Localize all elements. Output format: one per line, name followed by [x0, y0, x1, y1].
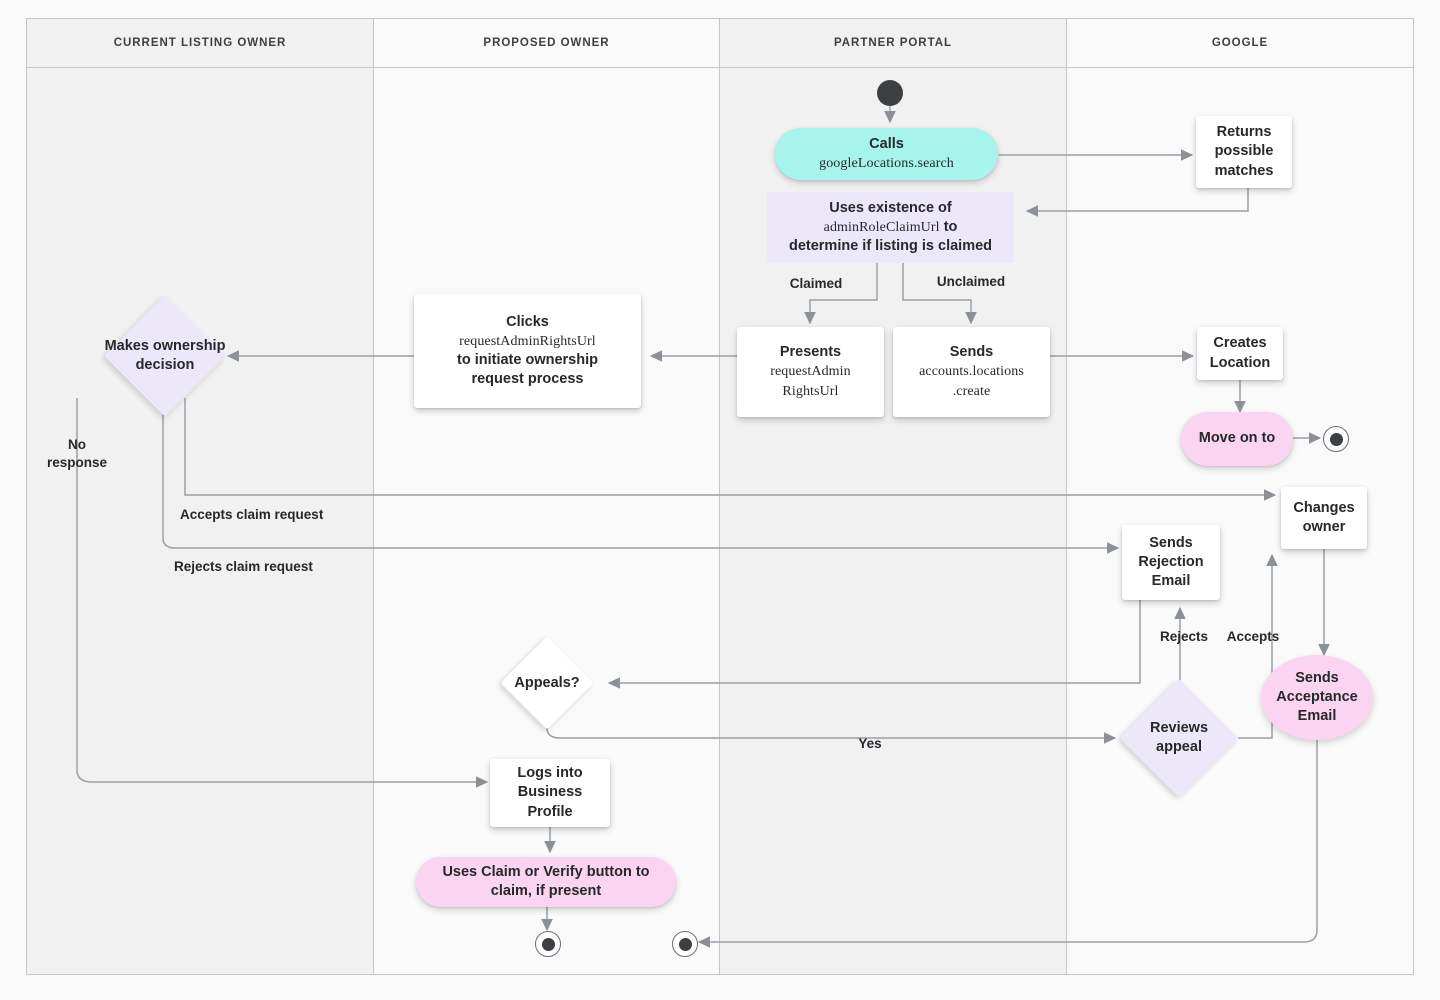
node-code-google-locations-search: googleLocations.search	[819, 155, 954, 171]
node-uses-existence-admin-role-claim-url: Uses existence of adminRoleClaimUrl to d…	[767, 192, 1014, 263]
node-line-sends: Sends	[949, 343, 994, 360]
node-line-to: to	[943, 218, 958, 235]
edge-label-no-response: No response	[46, 437, 108, 470]
lane-label-partner-portal: PARTNER PORTAL	[833, 37, 953, 49]
node-label: Move on to	[1198, 430, 1276, 447]
lane-proposed-owner: PROPOSED OWNER	[374, 19, 720, 974]
node-creates-location[interactable]: Creates Location	[1197, 327, 1283, 380]
node-sends-acceptance-email[interactable]: Sends Acceptance Email	[1261, 655, 1373, 740]
node-makes-ownership-decision[interactable]: Makes ownership decision	[104, 295, 226, 417]
edge-label-accepts-claim-request: Accepts claim request	[180, 507, 324, 522]
lane-header: GOOGLE	[1067, 19, 1413, 68]
node-uses-claim-or-verify-button[interactable]: Uses Claim or Verify button to claim, if…	[416, 857, 676, 907]
end-node-core	[541, 937, 555, 951]
node-label: Returns possible matches	[1214, 124, 1274, 179]
node-line-clicks: Clicks	[506, 313, 549, 330]
lane-label-proposed-owner: PROPOSED OWNER	[483, 37, 610, 49]
node-code-request-admin: requestAdmin	[770, 364, 851, 380]
end-node-core	[1329, 432, 1343, 446]
node-line-determine: determine if listing is claimed	[788, 238, 993, 255]
node-line-if-present: claim, if present	[490, 883, 602, 899]
node-line-request-process: request process	[471, 371, 584, 388]
node-presents-request-admin-rights-url[interactable]: Presents requestAdmin RightsUrl	[737, 327, 884, 417]
node-label: Appeals?	[514, 674, 580, 691]
node-calls-google-locations-search[interactable]: Calls googleLocations.search	[775, 128, 998, 180]
node-code-admin-role-claim-url: adminRoleClaimUrl	[823, 219, 940, 235]
node-move-on-to[interactable]: Move on to	[1181, 412, 1293, 466]
edge-label-accepts: Accepts	[1226, 629, 1280, 644]
node-code-accounts-locations: accounts.locations	[919, 364, 1024, 380]
node-logs-into-business-profile[interactable]: Logs into Business Profile	[490, 759, 610, 827]
end-node-core	[678, 937, 692, 951]
node-clicks-request-admin-rights-url[interactable]: Clicks requestAdminRightsUrl to initiate…	[414, 294, 641, 408]
node-code-request-admin-rights-url: requestAdminRightsUrl	[459, 333, 596, 349]
start-node-partner-portal	[877, 80, 903, 106]
node-label: Changes owner	[1293, 499, 1355, 535]
node-label: Creates Location	[1209, 335, 1271, 371]
lane-label-current-listing-owner: CURRENT LISTING OWNER	[113, 37, 287, 49]
edge-label-yes: Yes	[858, 736, 882, 751]
lane-header: PROPOSED OWNER	[374, 19, 719, 68]
node-reviews-appeal[interactable]: Reviews appeal	[1119, 678, 1239, 798]
edge-label-rejects: Rejects	[1159, 629, 1209, 644]
edge-label-unclaimed: Unclaimed	[936, 274, 1006, 289]
node-line-uses-existence: Uses existence of	[829, 199, 952, 216]
node-returns-possible-matches[interactable]: Returns possible matches	[1196, 116, 1292, 188]
node-sends-accounts-locations-create[interactable]: Sends accounts.locations .create	[893, 327, 1050, 417]
node-line-presents: Presents	[779, 343, 842, 360]
lane-current-listing-owner: CURRENT LISTING OWNER	[27, 19, 374, 974]
end-node-partner-portal	[672, 931, 698, 957]
end-node-google	[1323, 426, 1349, 452]
edge-label-rejects-claim-request: Rejects claim request	[174, 559, 313, 574]
lane-label-google: GOOGLE	[1211, 37, 1269, 49]
edge-label-claimed: Claimed	[789, 276, 843, 291]
node-sends-rejection-email[interactable]: Sends Rejection Email	[1122, 525, 1220, 600]
node-line-calls: Calls	[869, 135, 904, 152]
node-appeals-decision[interactable]: Appeals?	[500, 636, 594, 730]
lane-header: PARTNER PORTAL	[720, 19, 1066, 68]
node-label: Makes ownership decision	[104, 338, 226, 373]
node-changes-owner[interactable]: Changes owner	[1281, 487, 1367, 549]
lane-header: CURRENT LISTING OWNER	[27, 19, 373, 68]
node-code-rights-url: RightsUrl	[782, 383, 839, 399]
end-node-proposed-owner	[535, 931, 561, 957]
node-line-uses-claim: Uses Claim or Verify button to	[442, 863, 650, 880]
node-line-initiate: to initiate ownership	[457, 352, 598, 369]
node-label: Reviews appeal	[1149, 720, 1209, 755]
node-code-create: .create	[952, 383, 991, 399]
node-label: Sends Acceptance Email	[1276, 669, 1358, 725]
node-label: Logs into Business Profile	[517, 765, 583, 820]
node-label: Sends Rejection Email	[1138, 534, 1204, 590]
